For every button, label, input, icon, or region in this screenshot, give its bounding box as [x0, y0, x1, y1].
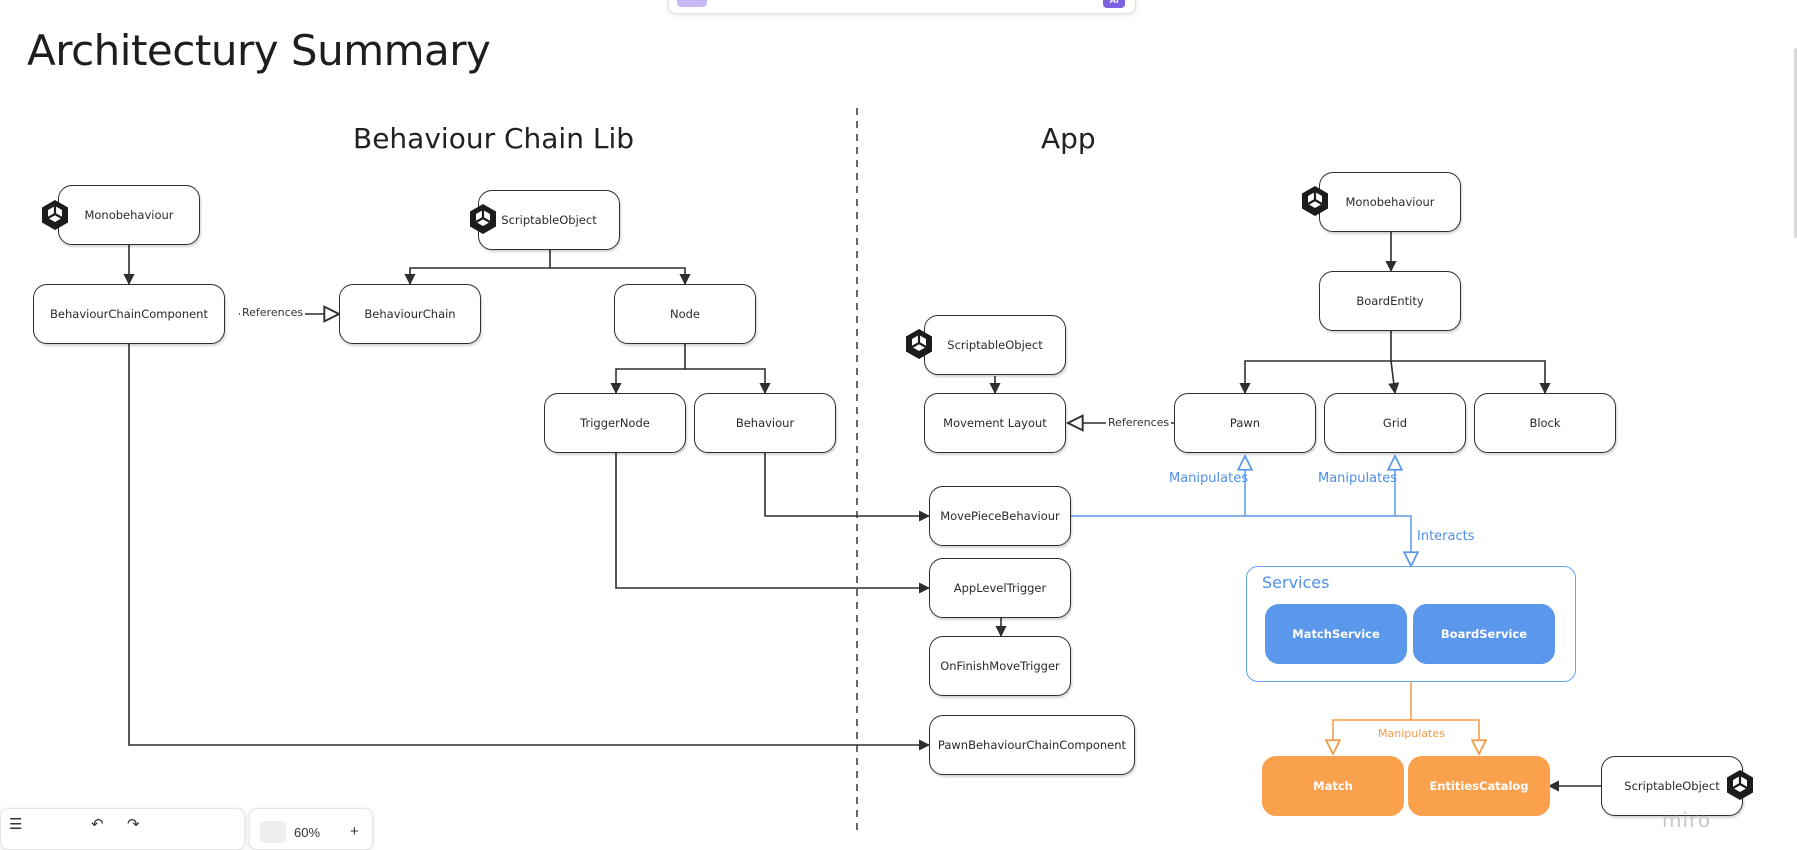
node-pawn-behaviour-chain-component[interactable]: PawnBehaviourChainComponent [929, 715, 1135, 775]
node-node[interactable]: Node [614, 284, 756, 344]
toolbar-chip[interactable] [677, 0, 707, 7]
edge-scriptable-to-node [550, 267, 691, 286]
zoom-controls[interactable]: 60% + [249, 808, 373, 850]
node-entities-catalog[interactable]: EntitiesCatalog [1408, 756, 1550, 816]
node-trigger-node[interactable]: TriggerNode [544, 393, 686, 453]
node-board-entity[interactable]: BoardEntity [1319, 271, 1461, 331]
node-app-scriptableobject[interactable]: ScriptableObject [924, 315, 1066, 375]
node-lib-scriptableobject[interactable]: ScriptableObject [478, 190, 620, 250]
services-container[interactable] [1246, 566, 1576, 682]
node-match-service[interactable]: MatchService [1265, 604, 1407, 664]
node-move-piece-behaviour[interactable]: MovePieceBehaviour [929, 486, 1071, 546]
miro-logo: miro [1662, 808, 1712, 832]
node-catalog-scriptableobject[interactable]: ScriptableObject [1601, 756, 1743, 816]
edge-boardentity-to-block [1391, 360, 1551, 395]
menu-icon[interactable]: ☰ [9, 816, 23, 833]
unity-icon [470, 204, 496, 234]
node-match[interactable]: Match [1262, 756, 1404, 816]
undo-icon[interactable]: ↶ [91, 816, 104, 833]
node-app-monobehaviour[interactable]: Monobehaviour [1319, 172, 1461, 232]
node-movement-layout[interactable]: Movement Layout [924, 393, 1066, 453]
edge-label-references-app: References [1106, 416, 1172, 429]
node-grid[interactable]: Grid [1324, 393, 1466, 453]
node-pawn[interactable]: Pawn [1174, 393, 1316, 453]
node-app-level-trigger[interactable]: AppLevelTrigger [929, 558, 1071, 618]
zoom-out-button[interactable] [260, 821, 286, 843]
node-on-finish-move-trigger[interactable]: OnFinishMoveTrigger [929, 636, 1071, 696]
unity-icon [1302, 186, 1328, 216]
lib-edges [123, 244, 931, 751]
edge-chaincomponent-to-pawnchain [128, 344, 931, 751]
edge-label-interacts: Interacts [1417, 529, 1475, 544]
edge-services-split [1333, 682, 1412, 754]
node-behaviour-chain-component[interactable]: BehaviourChainComponent [33, 284, 225, 344]
edge-move-to-services [1071, 515, 1411, 566]
edge-label-manipulates-grid: Manipulates [1318, 471, 1397, 486]
edge-node-split [610, 344, 686, 395]
top-toolbar[interactable]: • • • • • • • • • • AI [668, 0, 1136, 14]
zoom-in-button[interactable]: + [350, 823, 359, 840]
redo-icon[interactable]: ↷ [127, 816, 140, 833]
app-edges [989, 232, 1601, 792]
node-behaviour-chain[interactable]: BehaviourChain [339, 284, 481, 344]
unity-icon [42, 200, 68, 230]
right-panel-edge [1794, 48, 1797, 238]
bottom-toolbar[interactable]: ☰ ↶ ↷ [0, 808, 245, 850]
node-lib-monobehaviour[interactable]: Monobehaviour [58, 185, 200, 245]
edge-label-manipulates-pawn: Manipulates [1169, 471, 1248, 486]
edge-trigger-to-applevel [615, 453, 931, 594]
node-behaviour[interactable]: Behaviour [694, 393, 836, 453]
edge-boardentity-split-left [1239, 331, 1392, 395]
edge-scriptable-split [404, 250, 551, 286]
edge-label-manipulates-services: Manipulates [1376, 727, 1447, 740]
node-block[interactable]: Block [1474, 393, 1616, 453]
edge-node-to-behaviour [685, 368, 771, 395]
page-title: Architectury Summary [27, 26, 491, 75]
edge-services-to-catalog [1411, 719, 1479, 754]
unity-icon [906, 329, 932, 359]
ai-badge-icon[interactable]: AI [1103, 0, 1125, 8]
services-label: Services [1262, 573, 1330, 592]
edge-label-references-lib: References [240, 306, 306, 319]
node-board-service[interactable]: BoardService [1413, 604, 1555, 664]
section-title-lib: Behaviour Chain Lib [353, 122, 635, 155]
unity-icon [1727, 770, 1753, 800]
toolbar-icons[interactable]: • • • • • • • • • • [721, 0, 895, 2]
orange-edges [1333, 682, 1479, 754]
edge-boardentity-to-grid [1388, 360, 1400, 395]
edge-behaviour-to-move [764, 453, 931, 522]
blue-edges [1071, 456, 1411, 566]
section-title-app: App [1041, 122, 1096, 155]
